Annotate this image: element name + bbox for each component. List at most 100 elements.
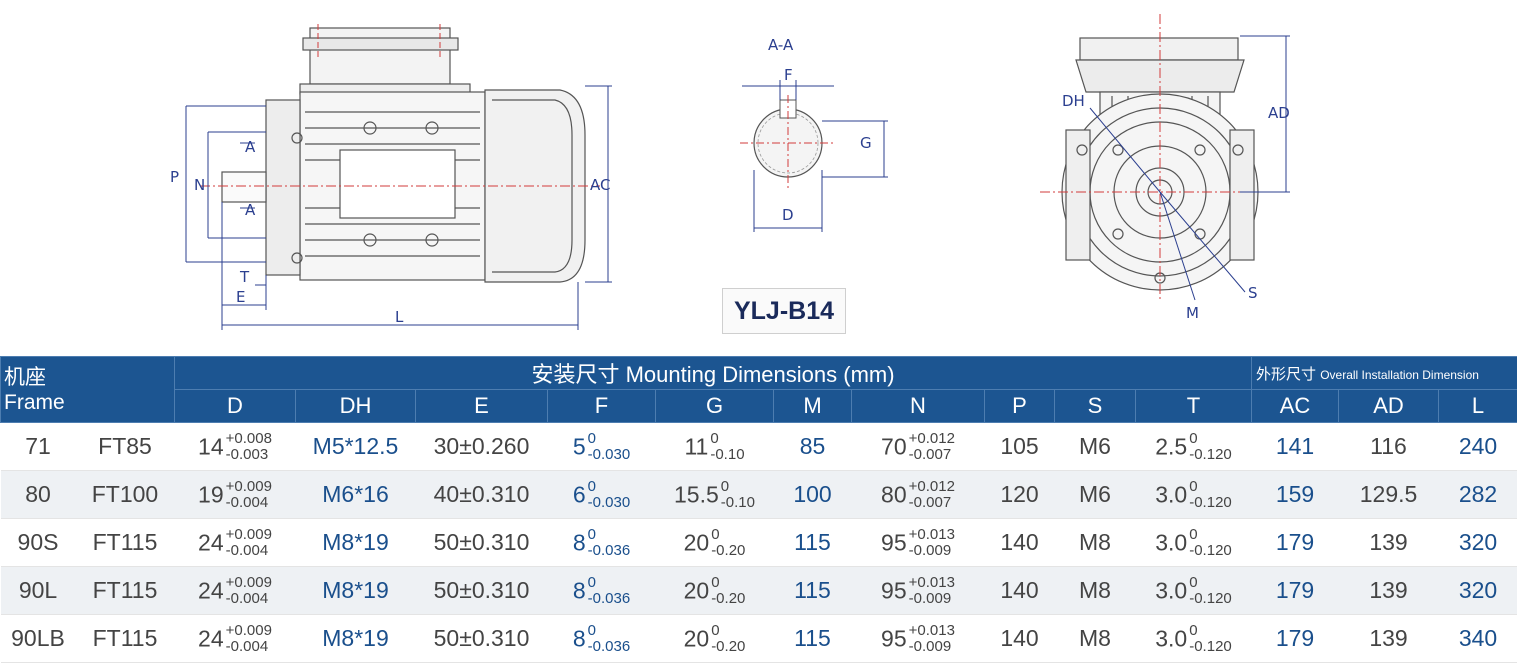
col-header-ac: AC <box>1251 389 1340 423</box>
tol-up: 0 <box>587 573 596 591</box>
tol-up: 0 <box>587 429 596 447</box>
tol-lo: -0.009 <box>908 637 952 655</box>
cell-ac: 179 <box>1251 566 1339 615</box>
value-d: 24 <box>198 577 224 603</box>
value-f: 8 <box>572 625 586 651</box>
label-dh: DH <box>1062 92 1085 110</box>
tol-up: +0.009 <box>225 573 272 591</box>
label-g: G <box>860 134 872 152</box>
cell-flange: FT85 <box>75 422 175 471</box>
col-header-g: G <box>655 389 774 423</box>
cell-e: 50±0.310 <box>415 518 548 567</box>
tol-lo: -0.120 <box>1189 541 1232 559</box>
tolerance-d: +0.009-0.004 <box>225 573 272 607</box>
cell-e: 40±0.310 <box>415 470 548 519</box>
tol-lo: -0.036 <box>587 637 631 655</box>
label-arrow-a-bottom: A <box>245 201 256 219</box>
cell-frame: 71 <box>0 422 76 471</box>
cell-ad: 116 <box>1338 422 1439 471</box>
cell-ad: 139 <box>1338 566 1439 615</box>
cell-m: 100 <box>773 470 852 519</box>
tol-lo: -0.004 <box>225 637 269 655</box>
tol-lo: -0.20 <box>711 589 746 607</box>
value-g: 20 <box>683 625 710 651</box>
overall-header-en: Overall Installation Dimension <box>1320 367 1479 382</box>
tolerance-n: +0.013-0.009 <box>909 526 955 559</box>
cell-p: 120 <box>984 470 1055 519</box>
tol-up: 0 <box>710 429 719 447</box>
tolerance-g: 0-0.20 <box>711 622 745 655</box>
tol-up: +0.009 <box>225 621 272 639</box>
value-t: 3.0 <box>1155 529 1188 555</box>
tol-lo: -0.120 <box>1189 589 1232 607</box>
cell-flange: FT100 <box>75 470 175 519</box>
cell-s: M8 <box>1054 518 1136 567</box>
tol-lo: -0.030 <box>587 445 631 463</box>
tol-up: 0 <box>1189 621 1198 639</box>
cell-l: 320 <box>1438 566 1517 615</box>
value-g: 15.5 <box>674 481 719 507</box>
cell-dh: M8*19 <box>295 518 416 567</box>
tolerance-n: +0.012-0.007 <box>908 429 955 463</box>
col-header-t: T <box>1134 389 1253 423</box>
tol-up: +0.008 <box>225 429 272 447</box>
cell-ad: 139 <box>1338 614 1439 663</box>
cell-d: 14+0.008-0.003 <box>174 422 296 471</box>
tolerance-t: 0-0.120 <box>1189 526 1232 559</box>
frame-header-en: Frame <box>4 390 65 414</box>
table-row: 90S FT115 24+0.009-0.004 M8*19 50±0.310 … <box>0 518 1517 567</box>
cell-m: 85 <box>773 422 852 471</box>
col-header-l: L <box>1438 389 1517 423</box>
cell-p: 140 <box>984 566 1055 615</box>
cell-m: 115 <box>773 566 852 615</box>
cell-n: 70+0.012-0.007 <box>851 422 985 471</box>
cell-n: 95+0.013-0.009 <box>851 566 985 615</box>
label-ac: AC <box>590 176 610 194</box>
tol-lo: -0.003 <box>225 445 269 463</box>
col-header-n: N <box>851 389 985 423</box>
cell-ac: 159 <box>1251 470 1339 519</box>
tol-up: 0 <box>587 477 596 495</box>
cell-p: 105 <box>984 422 1055 471</box>
value-t: 3.0 <box>1155 625 1188 651</box>
front-view-dimensions <box>1089 35 1290 301</box>
value-f: 8 <box>572 529 586 555</box>
cell-s: M6 <box>1054 422 1136 471</box>
cell-ad: 129.5 <box>1338 470 1439 519</box>
tolerance-t: 0-0.120 <box>1189 478 1232 511</box>
tolerance-f: 0-0.030 <box>587 477 631 511</box>
tolerance-t: 0-0.120 <box>1189 574 1232 607</box>
tolerance-t: 0-0.120 <box>1189 621 1232 655</box>
cell-d: 24+0.009-0.004 <box>174 614 296 663</box>
value-d: 24 <box>198 625 224 651</box>
cell-e: 50±0.310 <box>415 614 548 663</box>
tolerance-t: 0-0.120 <box>1189 430 1232 463</box>
col-header-f: F <box>547 389 656 423</box>
tol-lo: -0.004 <box>225 541 269 559</box>
cell-frame: 90S <box>0 518 76 567</box>
cell-ac: 179 <box>1251 614 1339 663</box>
value-d: 19 <box>198 481 224 507</box>
cell-e: 50±0.310 <box>415 566 548 615</box>
value-t: 2.5 <box>1155 433 1188 459</box>
cell-l: 340 <box>1438 614 1517 663</box>
cell-e: 30±0.260 <box>415 422 548 471</box>
frame-header-cn: 机座 <box>4 365 46 389</box>
dimension-table-container: 机座 Frame 安装尺寸 Mounting Dimensions (mm) 外… <box>0 356 1517 664</box>
tol-up: +0.012 <box>908 429 955 447</box>
cell-flange: FT115 <box>75 614 175 663</box>
tolerance-d: +0.008-0.003 <box>225 429 272 463</box>
tol-lo: -0.120 <box>1189 637 1232 655</box>
tol-lo: -0.120 <box>1189 445 1232 463</box>
cell-d: 24+0.009-0.004 <box>174 518 296 567</box>
tol-up: +0.012 <box>908 477 955 495</box>
cell-d: 24+0.009-0.004 <box>174 566 296 615</box>
col-header-d: D <box>174 389 296 423</box>
